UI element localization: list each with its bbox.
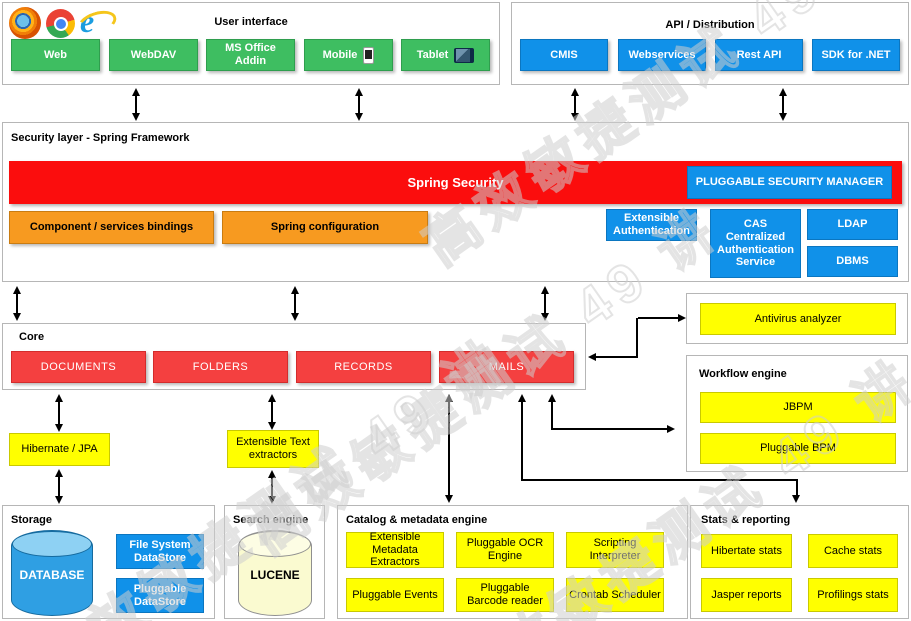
firefox-icon xyxy=(9,7,41,39)
jbpm-box: JBPM xyxy=(700,392,896,423)
spring-configuration-box: Spring configuration xyxy=(222,211,428,244)
antivirus-analyzer-box: Antivirus analyzer xyxy=(700,303,896,335)
lucene-cylinder-top xyxy=(239,531,311,557)
database-label: DATABASE xyxy=(19,568,85,583)
workflow-engine-panel: Workflow engine JBPM Pluggable BPM xyxy=(686,355,908,472)
jasper-reports-box: Jasper reports xyxy=(701,578,792,612)
database-cylinder-top xyxy=(12,531,92,557)
user-interface-title: User interface xyxy=(214,16,288,28)
workflow-engine-title: Workflow engine xyxy=(699,368,787,380)
storage-panel: Storage DATABASE File System DataStore P… xyxy=(2,505,215,619)
antivirus-panel: Antivirus analyzer xyxy=(686,293,908,344)
ldap-box: LDAP xyxy=(807,209,898,240)
search-engine-panel: Search engine LUCENE xyxy=(224,505,325,619)
pluggable-datastore-box: Pluggable DataStore xyxy=(116,578,204,613)
api-distribution-panel: API / Distribution CMIS Webservices Rest… xyxy=(511,2,909,85)
text-extractors-box: Extensible Text extractors xyxy=(227,430,319,468)
lucene-label: LUCENE xyxy=(250,568,300,583)
dbms-box: DBMS xyxy=(807,246,898,277)
folders-box: FOLDERS xyxy=(153,351,288,383)
database-cylinder: DATABASE xyxy=(11,530,93,616)
search-engine-title: Search engine xyxy=(233,514,309,526)
barcode-reader-box: Pluggable Barcode reader xyxy=(456,578,554,612)
storage-title: Storage xyxy=(11,514,52,526)
extensible-authentication-box: Extensible Authentication xyxy=(606,209,697,241)
pluggable-events-box: Pluggable Events xyxy=(346,578,444,612)
catalog-metadata-title: Catalog & metadata engine xyxy=(346,514,488,526)
metadata-extractors-box: Extensible Metadata Extractors xyxy=(346,531,444,568)
stats-reporting-panel: Stats & reporting Hibertate stats Cache … xyxy=(690,505,909,619)
hibernate-jpa-box: Hibernate / JPA xyxy=(9,433,110,466)
spring-security-bar: Spring Security PLUGGABLE SECURITY MANAG… xyxy=(9,161,902,204)
rest-api-box: Rest API xyxy=(715,39,803,71)
webservices-box: Webservices xyxy=(618,39,706,71)
phone-icon xyxy=(363,46,375,64)
tablet-label: Tablet xyxy=(416,48,449,61)
chrome-icon xyxy=(46,9,75,38)
web-box: Web xyxy=(11,39,100,71)
spring-security-label: Spring Security xyxy=(407,175,504,190)
security-layer-panel: Security layer - Spring Framework Spring… xyxy=(2,122,909,282)
documents-box: DOCUMENTS xyxy=(11,351,146,383)
cache-stats-box: Cache stats xyxy=(808,534,898,568)
tablet-box: Tablet xyxy=(401,39,490,71)
hibernate-stats-box: Hibertate stats xyxy=(701,534,792,568)
file-system-datastore-box: File System DataStore xyxy=(116,534,204,569)
mobile-box: Mobile xyxy=(304,39,393,71)
api-distribution-title: API / Distribution xyxy=(665,19,755,31)
cas-box: CAS Centralized Authentication Service xyxy=(710,209,801,278)
lucene-cylinder: LUCENE xyxy=(238,530,312,616)
mails-box: MAILS xyxy=(439,351,574,383)
mobile-label: Mobile xyxy=(322,48,358,61)
catalog-metadata-panel: Catalog & metadata engine Extensible Met… xyxy=(337,505,688,619)
sdk-dotnet-box: SDK for .NET xyxy=(812,39,900,71)
core-panel: Core DOCUMENTS FOLDERS RECORDS MAILS xyxy=(2,323,586,390)
internet-explorer-icon: e xyxy=(80,5,110,38)
tablet-icon xyxy=(454,47,475,63)
webdav-box: WebDAV xyxy=(109,39,198,71)
user-interface-panel: e User interface Web WebDAV MS Office Ad… xyxy=(2,2,500,85)
records-box: RECORDS xyxy=(296,351,431,383)
profilings-stats-box: Profilings stats xyxy=(808,578,898,612)
scripting-interpreter-box: Scripting Interpreter xyxy=(566,532,664,568)
crontab-scheduler-box: Crontab Scheduler xyxy=(566,578,664,612)
ocr-engine-box: Pluggable OCR Engine xyxy=(456,532,554,568)
component-services-bindings-box: Component / services bindings xyxy=(9,211,214,244)
security-layer-title: Security layer - Spring Framework xyxy=(11,132,190,144)
pluggable-bpm-box: Pluggable BPM xyxy=(700,433,896,464)
core-title: Core xyxy=(19,331,45,343)
ms-office-addin-box: MS Office Addin xyxy=(206,39,295,71)
cmis-box: CMIS xyxy=(520,39,608,71)
pluggable-security-manager-box: PLUGGABLE SECURITY MANAGER xyxy=(687,166,892,199)
stats-reporting-title: Stats & reporting xyxy=(701,514,791,526)
